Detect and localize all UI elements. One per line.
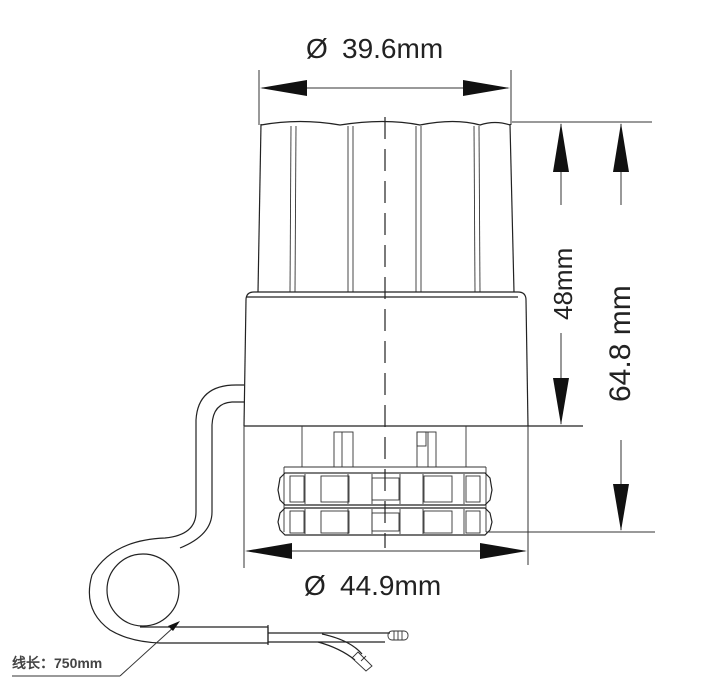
body-height-label: 48mm: [548, 248, 578, 320]
cable-length-label: 线长：750mm: [12, 655, 102, 671]
top-diameter-dimension: Ø 39.6mm: [258, 33, 512, 125]
cable: [88, 384, 409, 672]
actuator-body: [243, 291, 583, 427]
actuator-cap: [257, 120, 515, 293]
diameter-symbol-bottom: Ø: [304, 570, 326, 601]
bottom-diameter-label: 44.9mm: [340, 570, 441, 601]
cable-length-callout: 线长：750mm: [12, 621, 180, 677]
height-dimensions: 48mm 64.8 mm: [512, 121, 652, 531]
bottom-diameter-dimension: Ø 44.9mm: [243, 426, 529, 601]
top-diameter-label: 39.6mm: [342, 33, 443, 64]
diameter-symbol: Ø: [306, 33, 328, 64]
actuator-neck: [301, 426, 467, 468]
total-height-label: 64.8 mm: [604, 285, 637, 402]
knurled-nut: [277, 466, 655, 536]
